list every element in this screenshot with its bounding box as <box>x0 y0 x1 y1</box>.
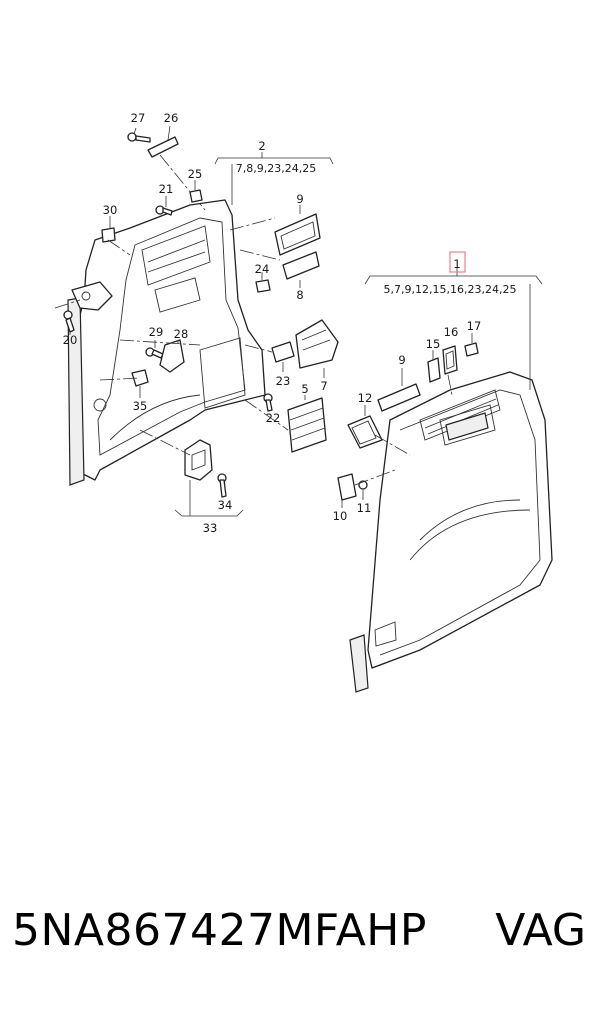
cover-9-left <box>274 205 321 256</box>
callout-35: 35 <box>133 399 148 413</box>
group-list-1: 5,7,9,12,15,16,23,24,25 <box>384 283 517 296</box>
callout-17: 17 <box>467 319 482 333</box>
callout-12: 12 <box>358 391 373 405</box>
clip-16 <box>442 345 458 375</box>
screw-34 <box>217 473 227 498</box>
clip-30 <box>101 216 116 243</box>
callout-22: 22 <box>266 411 281 425</box>
screw-27 <box>127 132 151 143</box>
callout-15: 15 <box>426 337 441 351</box>
callout-29: 29 <box>149 325 164 339</box>
callout-20: 20 <box>63 333 78 347</box>
callout-25: 25 <box>188 167 203 181</box>
group-bracket-2 <box>214 152 334 205</box>
group-list-2: 7,8,9,23,24,25 <box>236 162 316 175</box>
footer: 5NA867427MFAHP VAG <box>0 905 600 975</box>
callout-11: 11 <box>357 501 372 515</box>
callout-2: 2 <box>258 139 265 153</box>
clip-26 <box>147 125 179 158</box>
callout-27: 27 <box>131 111 146 125</box>
callout-highlight-1 <box>449 251 466 273</box>
callout-28: 28 <box>174 327 189 341</box>
screw-21 <box>155 196 173 216</box>
left-trim-panel <box>67 199 266 486</box>
clip-23 <box>271 341 295 372</box>
clip-11 <box>358 480 368 500</box>
callout-34: 34 <box>218 498 233 512</box>
cover-9-right <box>377 368 421 412</box>
clip-10 <box>337 473 357 508</box>
callout-5: 5 <box>301 382 308 396</box>
callout-24: 24 <box>255 262 270 276</box>
brand-name: VAG <box>495 905 586 956</box>
screw-20 <box>63 310 75 335</box>
bracket-33 <box>184 439 213 481</box>
clip-17 <box>464 333 479 357</box>
callout-10: 10 <box>333 509 348 523</box>
callout-33: 33 <box>203 521 218 535</box>
callout-7: 7 <box>320 379 327 393</box>
part-number: 5NA867427MFAHP <box>12 905 427 956</box>
callout-26: 26 <box>164 111 179 125</box>
vent-5 <box>287 395 327 453</box>
callout-9-right: 9 <box>398 353 405 367</box>
callout-1: 1 <box>453 257 460 271</box>
callout-21: 21 <box>159 182 174 196</box>
callout-16: 16 <box>444 325 459 339</box>
screw-22 <box>263 393 273 412</box>
callout-30: 30 <box>103 203 118 217</box>
screw-29 <box>145 340 164 359</box>
cover-8 <box>282 251 320 288</box>
grille-7 <box>295 319 339 378</box>
callout-8: 8 <box>296 288 303 302</box>
clip-24 <box>255 272 271 293</box>
clip-15 <box>427 350 441 383</box>
parts-diagram: 1 2 5 7 8 9 9 10 11 12 15 16 17 20 21 22… <box>54 111 553 693</box>
right-trim-panel <box>349 371 553 693</box>
clip-25 <box>189 180 203 203</box>
callout-9-left: 9 <box>296 192 303 206</box>
callout-23: 23 <box>276 374 291 388</box>
frame-12 <box>347 405 383 449</box>
